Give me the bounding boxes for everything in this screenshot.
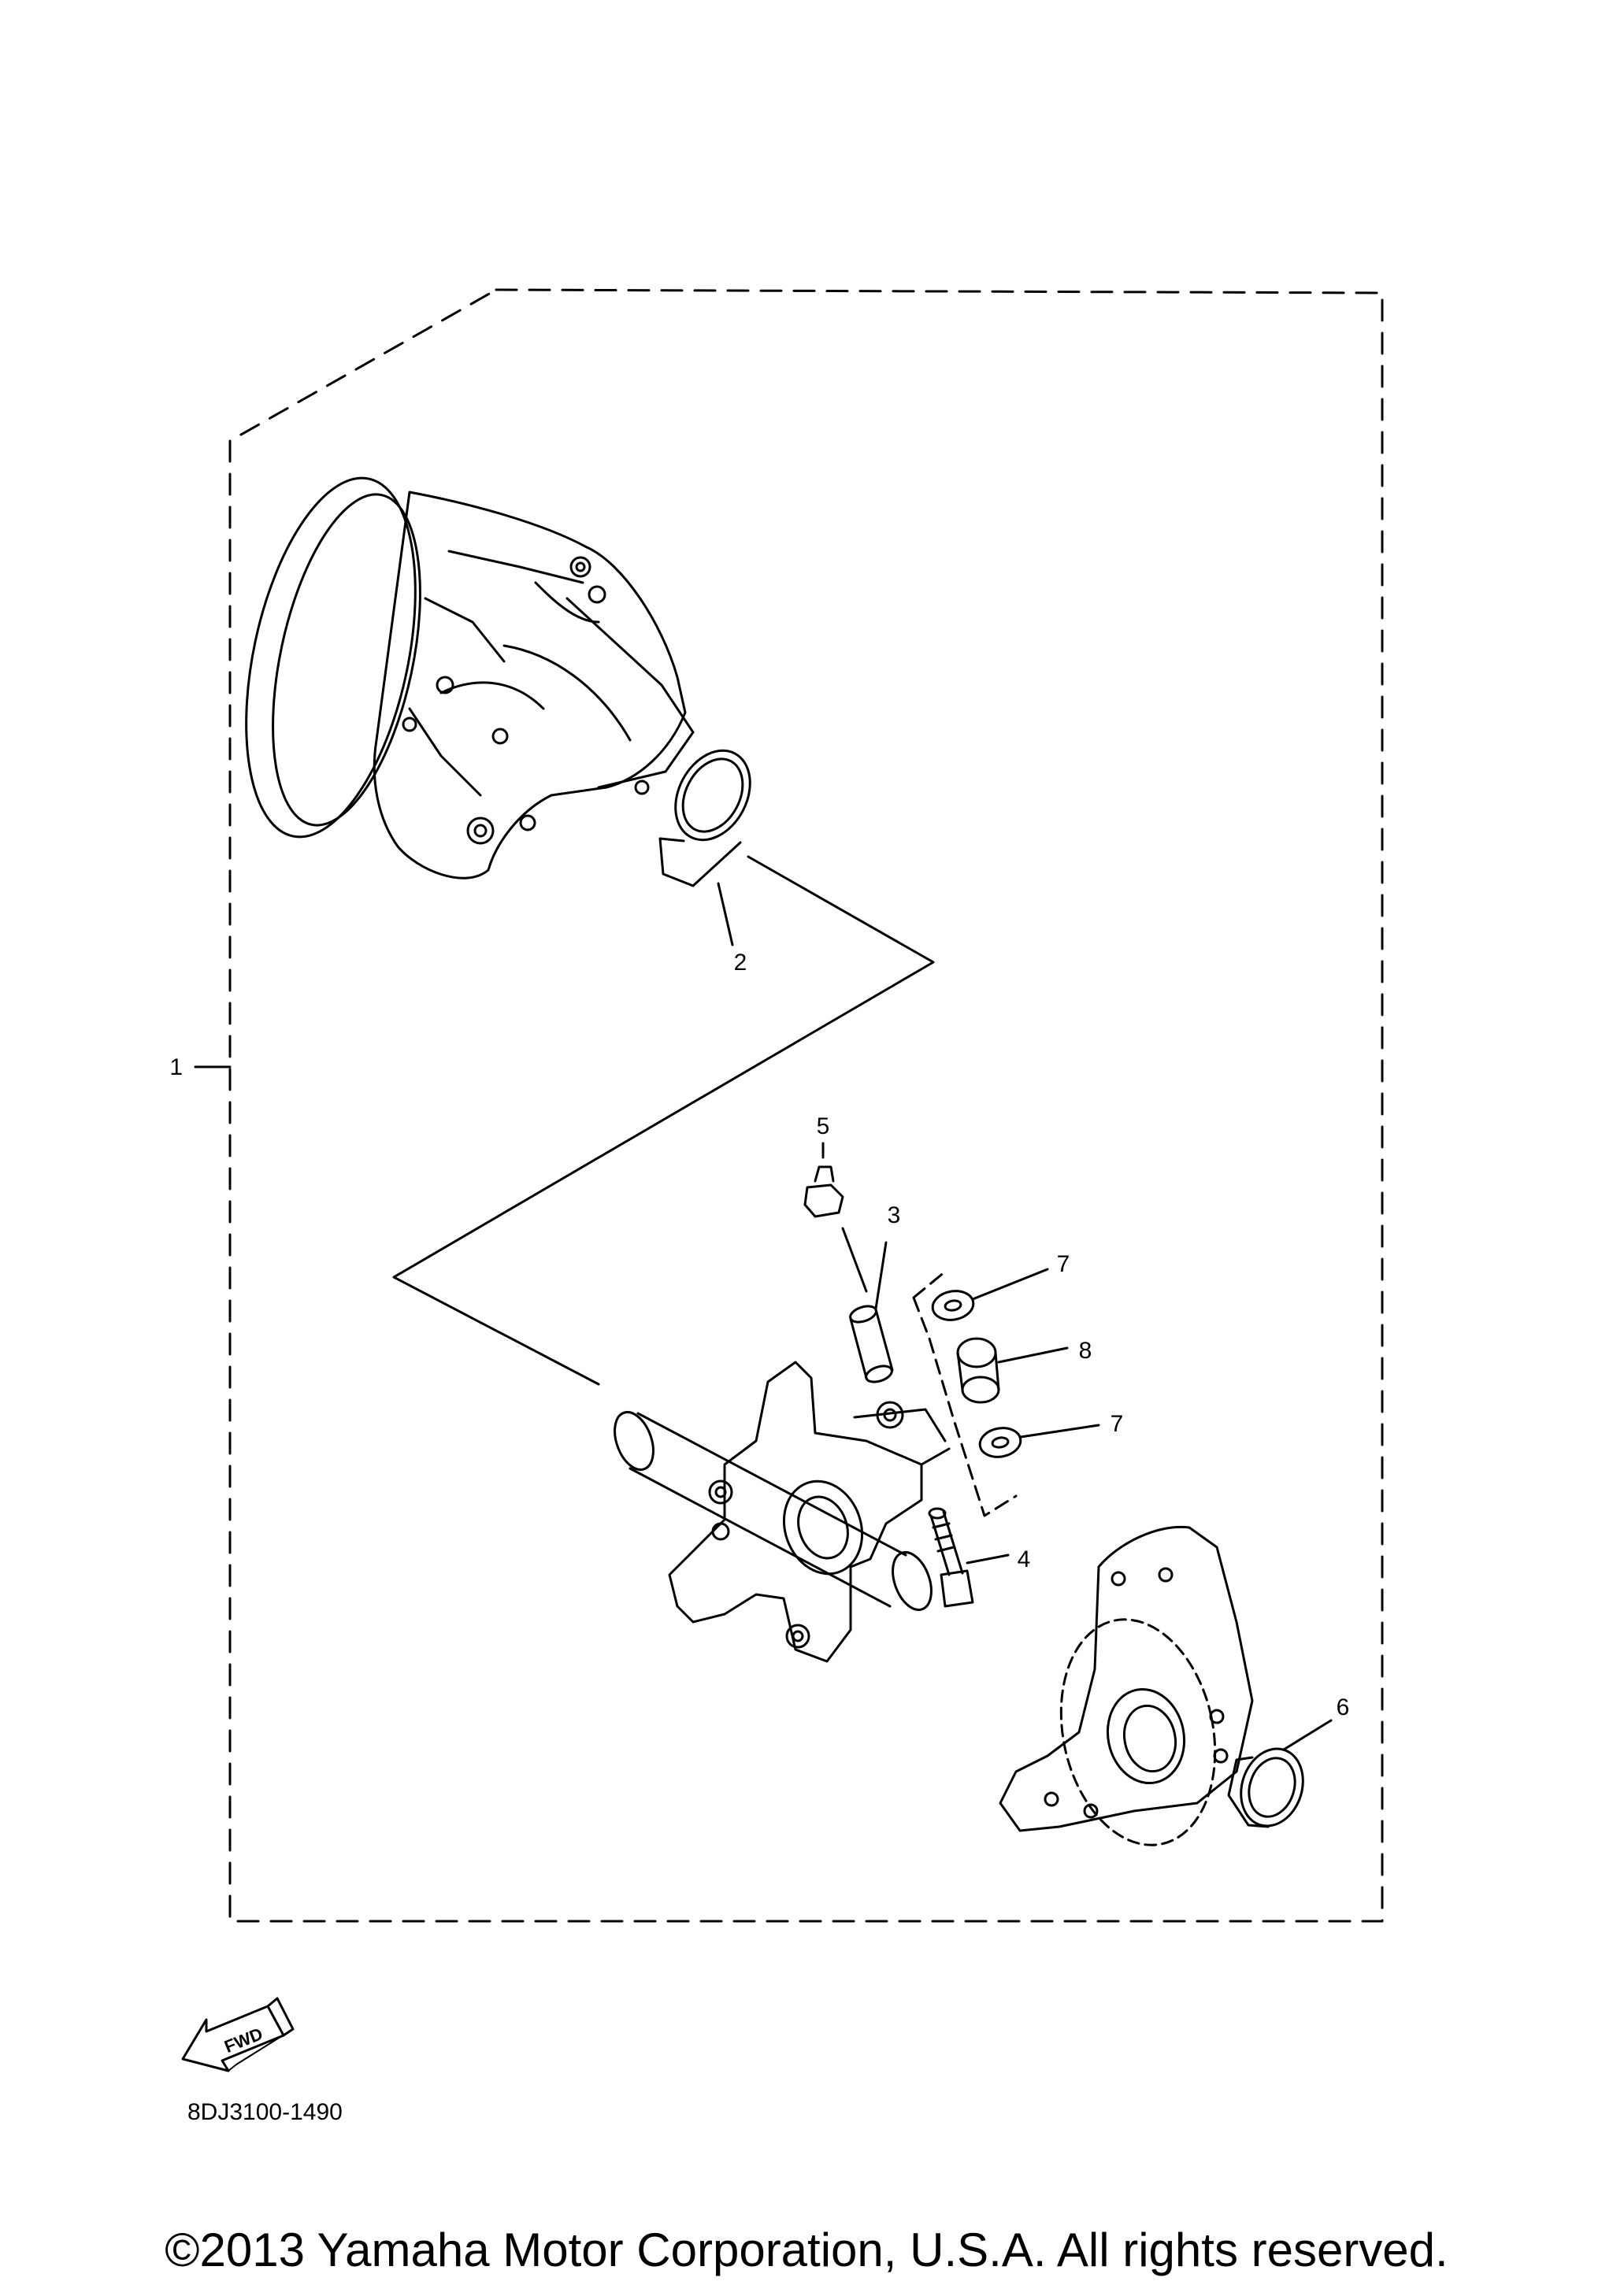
callout-3: 3 — [888, 1202, 901, 1228]
part-5-nut — [803, 1165, 844, 1218]
callout-1: 1 — [169, 1054, 183, 1080]
spider-hub — [614, 1361, 951, 1663]
part-4-bolt — [928, 1507, 974, 1608]
part-2-bushing — [658, 749, 751, 887]
copyright-notice: ©2013 Yamaha Motor Corporation, U.S.A. A… — [165, 2224, 1448, 2276]
diagram-code: 8DJ3100-1490 — [187, 2099, 343, 2125]
leader-line-4 — [966, 1554, 1010, 1565]
callout-6: 6 — [1337, 1694, 1350, 1720]
callout-8: 8 — [1079, 1338, 1092, 1364]
clutch-housing — [245, 476, 695, 880]
leader-line-2 — [717, 882, 734, 946]
connector-chain — [392, 855, 935, 1386]
leader-line-8 — [997, 1346, 1069, 1364]
pin-guide-line — [841, 1227, 868, 1293]
callout-2: 2 — [734, 950, 747, 976]
fwd-arrow: FWD — [181, 1997, 295, 2072]
assembly-boundary — [228, 288, 1384, 1923]
callout-7-lower: 7 — [1111, 1411, 1124, 1437]
callout-4: 4 — [1018, 1546, 1031, 1572]
leader-line-7b — [1019, 1424, 1100, 1439]
cover-plate — [999, 1525, 1254, 1846]
leader-line-3 — [874, 1241, 888, 1310]
part-7-washer-lower — [978, 1427, 1022, 1458]
part-7-washer-upper — [931, 1290, 975, 1321]
bracket-7-8-7 — [912, 1270, 1018, 1517]
callout-5: 5 — [817, 1113, 830, 1139]
leader-line-6 — [1282, 1719, 1333, 1751]
part-3-pin — [849, 1305, 894, 1383]
part-8-collar — [956, 1337, 1000, 1404]
leader-line-7a — [971, 1268, 1049, 1301]
callout-7-upper: 7 — [1057, 1251, 1070, 1277]
